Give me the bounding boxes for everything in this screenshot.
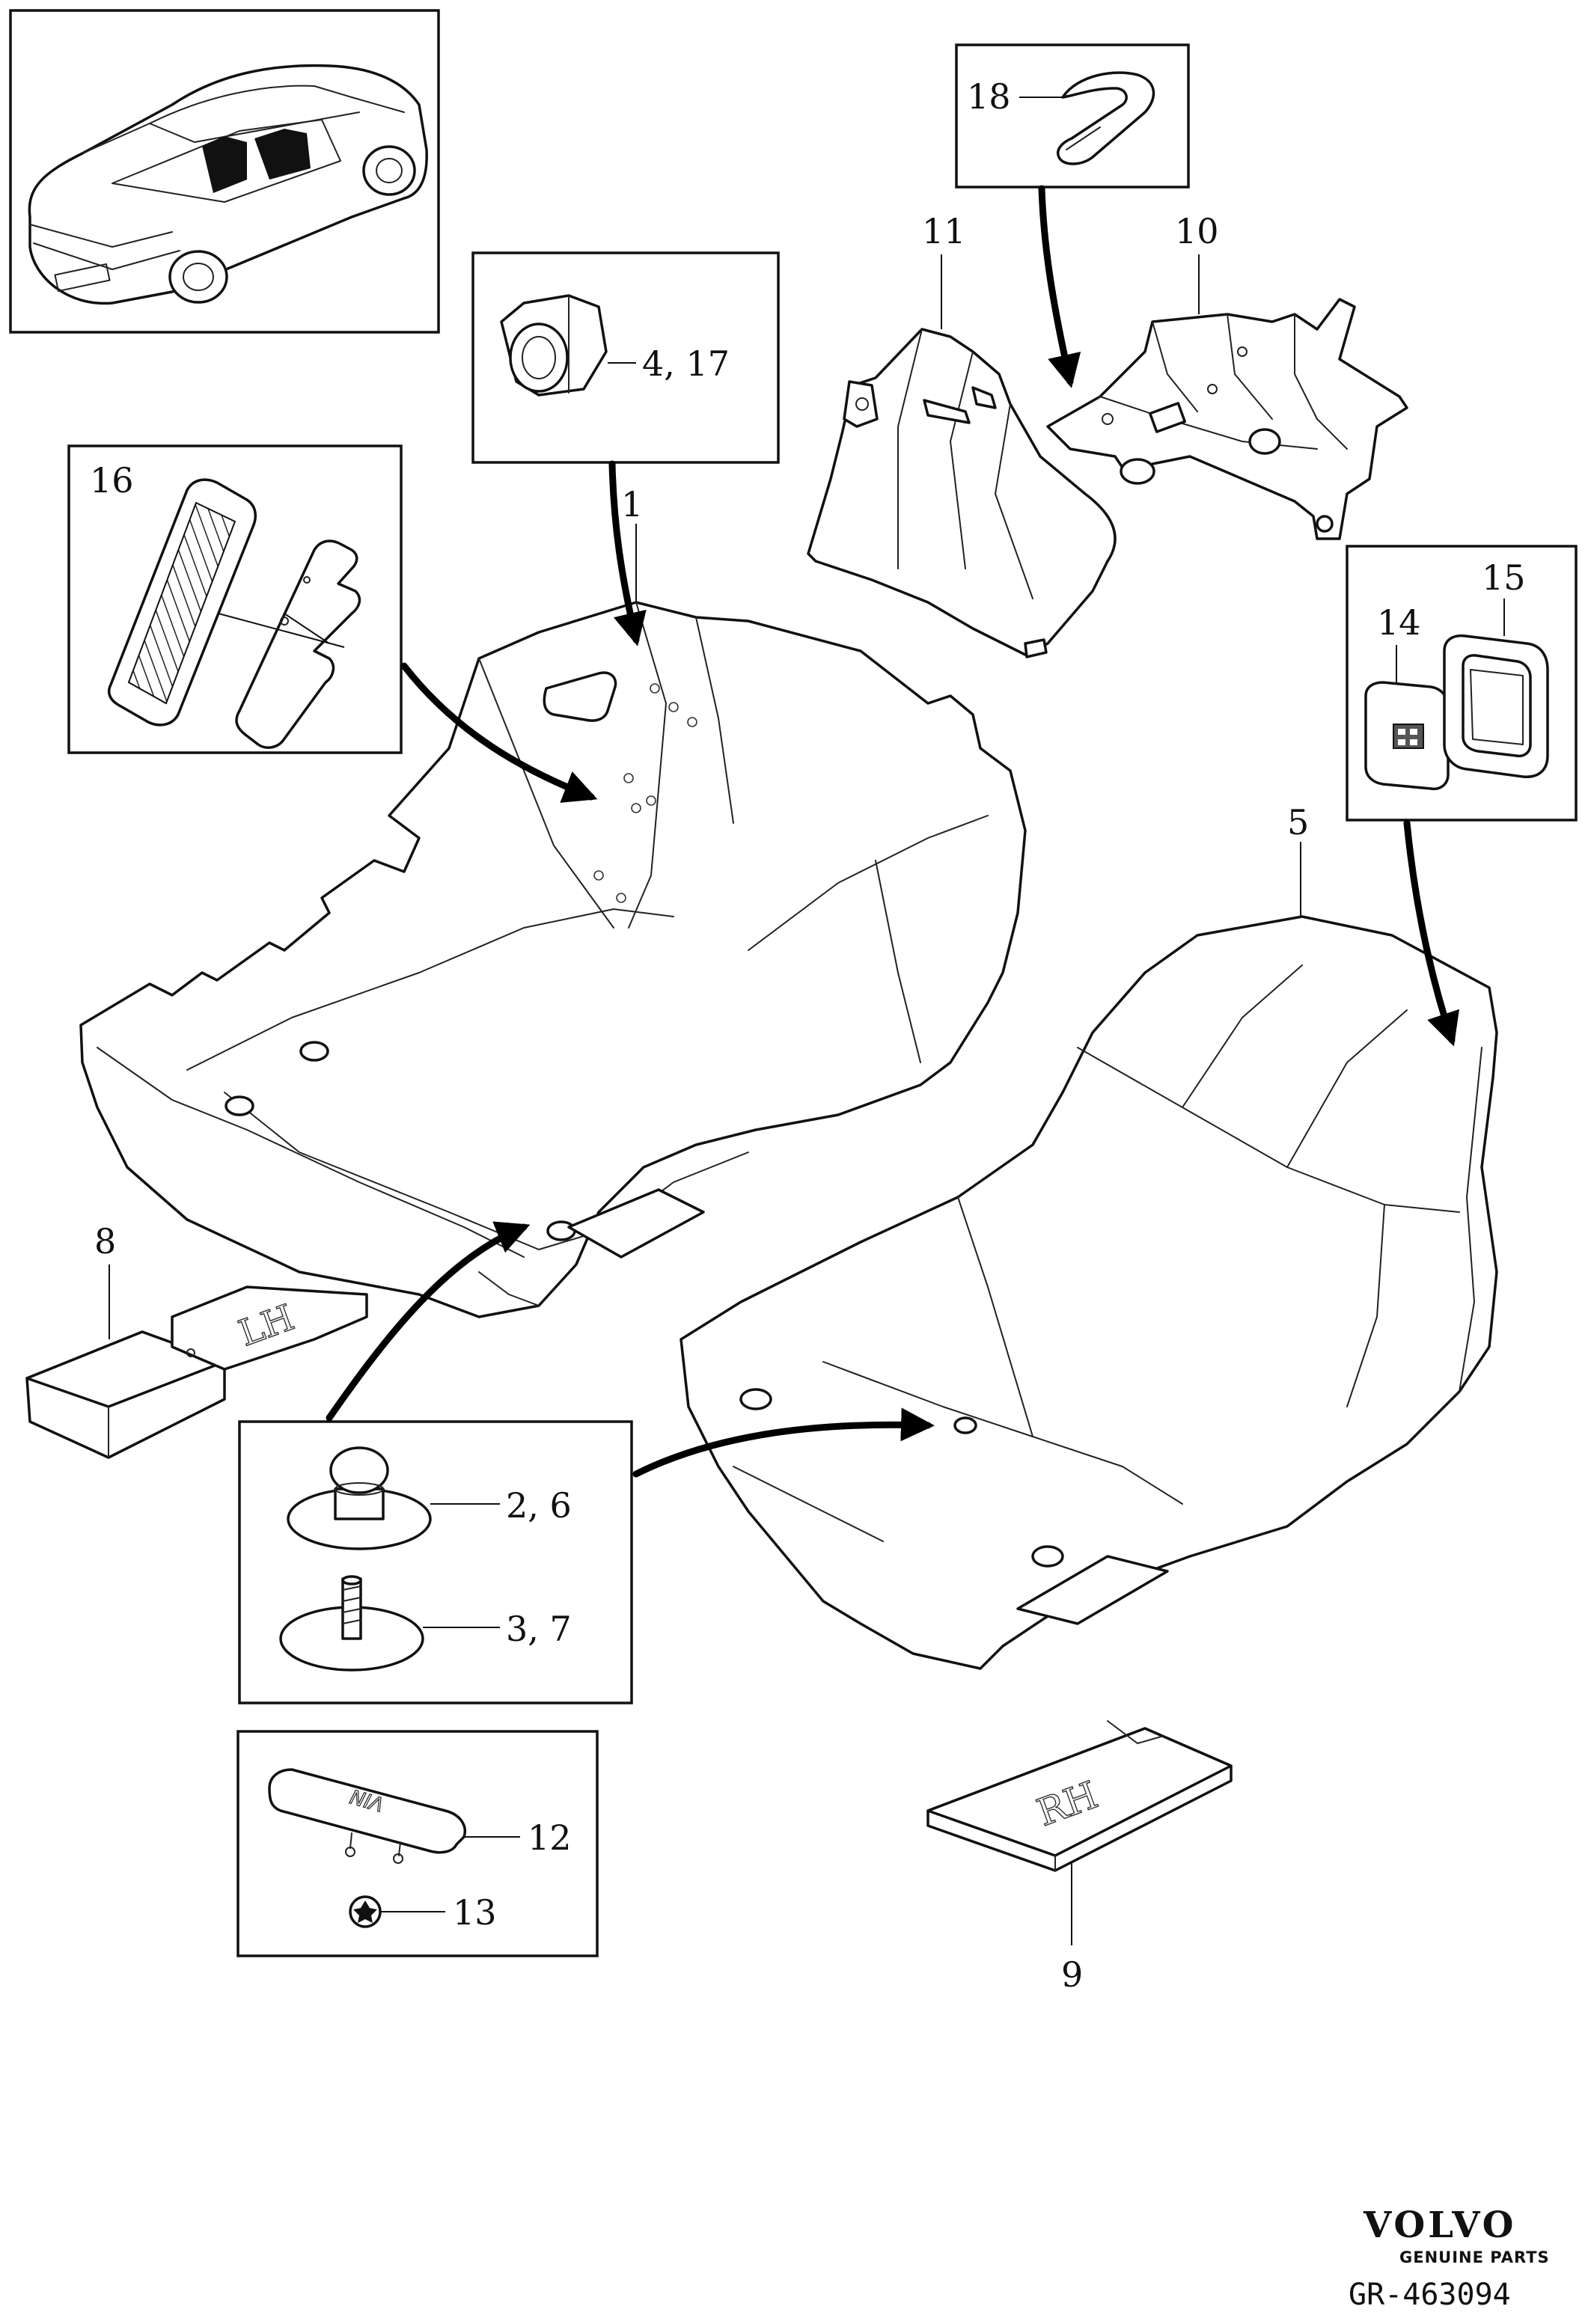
part-10-support: 10	[1046, 211, 1408, 540]
assembly-arrows	[326, 185, 1459, 1478]
callout-14: 14	[1377, 602, 1421, 643]
callout-9: 9	[1061, 1954, 1083, 1995]
stud-3-7-part	[279, 1575, 424, 1672]
vehicle-overview-inset	[9, 9, 440, 334]
brand-block: VOLVO GENUINE PARTS GR-463094	[1349, 2204, 1550, 2312]
inset-pedal: 16	[67, 444, 403, 754]
pedal-bracket-part	[235, 539, 361, 749]
callout-15: 15	[1482, 557, 1526, 598]
callout-4-17: 4, 17	[642, 343, 730, 384]
part-5-floor-mat-right: 5	[680, 802, 1498, 1670]
clip-13-part	[349, 1895, 382, 1928]
callout-11: 11	[922, 211, 966, 251]
callout-16: 16	[90, 460, 134, 501]
callout-5: 5	[1287, 802, 1309, 843]
part-9-wedge-right: RH 9	[926, 1720, 1233, 1995]
clip-2-6-part	[287, 1446, 432, 1550]
brand-tagline: GENUINE PARTS	[1399, 2248, 1550, 2266]
bezel-part	[1443, 634, 1549, 778]
callout-1: 1	[621, 484, 643, 525]
inset-switch: 14 15	[1346, 545, 1578, 822]
callout-10: 10	[1175, 211, 1219, 251]
callout-12: 12	[528, 1817, 572, 1858]
car-illustration	[28, 64, 428, 305]
callout-8: 8	[94, 1221, 116, 1262]
inset-nut: 4, 17	[471, 251, 780, 464]
inset-cable-tie: 18	[955, 43, 1190, 189]
nut-part	[500, 294, 608, 397]
callout-3-7: 3, 7	[506, 1609, 572, 1649]
pedal-pad-part	[108, 478, 257, 727]
part-8-wedge-left: 8 LH	[25, 1221, 368, 1459]
callout-2-6: 2, 6	[506, 1485, 572, 1526]
part-1-floor-mat-left: 1	[79, 484, 1027, 1318]
switch-part	[1364, 681, 1450, 791]
brand-logo: VOLVO	[1363, 2204, 1516, 2246]
vin-plate-part: VIN	[268, 1768, 466, 1864]
callout-13: 13	[453, 1892, 497, 1933]
part-11-bracket: 11	[807, 211, 1117, 658]
callout-18: 18	[967, 76, 1011, 117]
inset-fasteners: 2, 6 3, 7	[238, 1420, 633, 1704]
reference-number: GR-463094	[1349, 2278, 1511, 2312]
cable-tie-part	[1057, 71, 1155, 165]
inset-vin-plate: VIN 12 13	[236, 1730, 599, 1957]
